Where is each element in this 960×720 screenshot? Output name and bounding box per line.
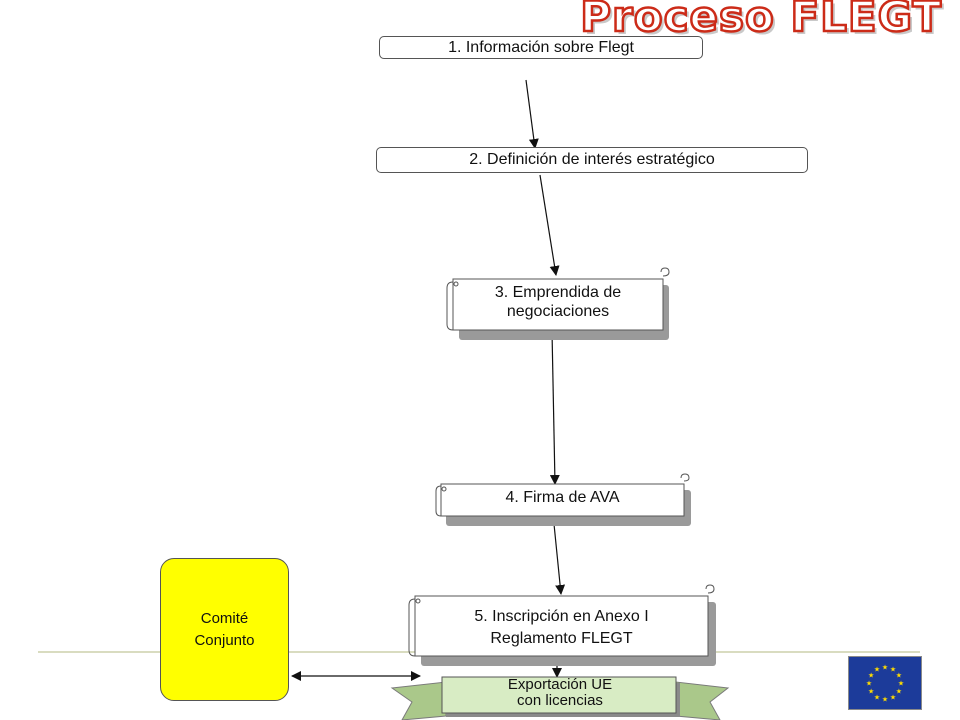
flag-star-icon: ★ (868, 688, 874, 696)
step-1-box: 1. Información sobre Flegt (379, 36, 703, 59)
step-4-scroll (435, 473, 691, 526)
comite-conjunto-box: Comité Conjunto (160, 558, 289, 701)
step-4-label: 4. Firma de AVA (505, 489, 620, 506)
flag-star-icon: ★ (868, 672, 874, 680)
export-label-line2: con licencias (517, 692, 603, 709)
comite-label-line2: Conjunto (194, 631, 255, 649)
eu-flag-icon: ★★★★★★★★★★★★ (848, 656, 922, 710)
flag-star-icon: ★ (882, 696, 888, 704)
arrow-3-to-4 (549, 330, 560, 485)
export-label-line1: Exportación UE (507, 676, 613, 693)
arrow-2-to-3 (539, 174, 560, 276)
comite-label-line1: Comité (200, 609, 249, 627)
flag-star-icon: ★ (890, 666, 896, 674)
flag-star-icon: ★ (890, 693, 896, 701)
export-ribbon (390, 676, 730, 720)
step-4-text: 4. Firma de AVA (441, 488, 684, 507)
flag-star-icon: ★ (866, 680, 872, 688)
flag-star-icon: ★ (898, 680, 904, 688)
step-2-box: 2. Definición de interés estratégico (376, 147, 808, 173)
flag-star-icon: ★ (896, 688, 902, 696)
step-5-label-line2: Reglamento FLEGT (490, 630, 633, 647)
step-1-label: 1. Información sobre Flegt (448, 38, 634, 56)
step-3-label-line2: negociaciones (506, 303, 610, 320)
arrow-1-to-2 (525, 79, 539, 149)
flag-star-icon: ★ (882, 664, 888, 672)
arrow-4-to-5 (553, 523, 566, 595)
export-text: Exportación UE con licencias (442, 677, 678, 709)
step-2-label: 2. Definición de interés estratégico (469, 151, 715, 168)
flag-star-icon: ★ (874, 666, 880, 674)
step-5-label-line1: 5. Inscripción en Anexo I (474, 608, 649, 625)
step-3-label-line1: 3. Emprendida de (494, 284, 622, 301)
step-5-scroll (408, 584, 716, 666)
flag-star-icon: ★ (874, 693, 880, 701)
page-title: Proceso FLEGT (579, 0, 942, 42)
step-5-text: 5. Inscripción en Anexo I Reglamento FLE… (415, 606, 708, 650)
flag-star-icon: ★ (896, 672, 902, 680)
eu-flag-stars: ★★★★★★★★★★★★ (866, 664, 904, 704)
step-3-text: 3. Emprendida de negociaciones (453, 283, 663, 321)
step-3-scroll (446, 267, 670, 340)
